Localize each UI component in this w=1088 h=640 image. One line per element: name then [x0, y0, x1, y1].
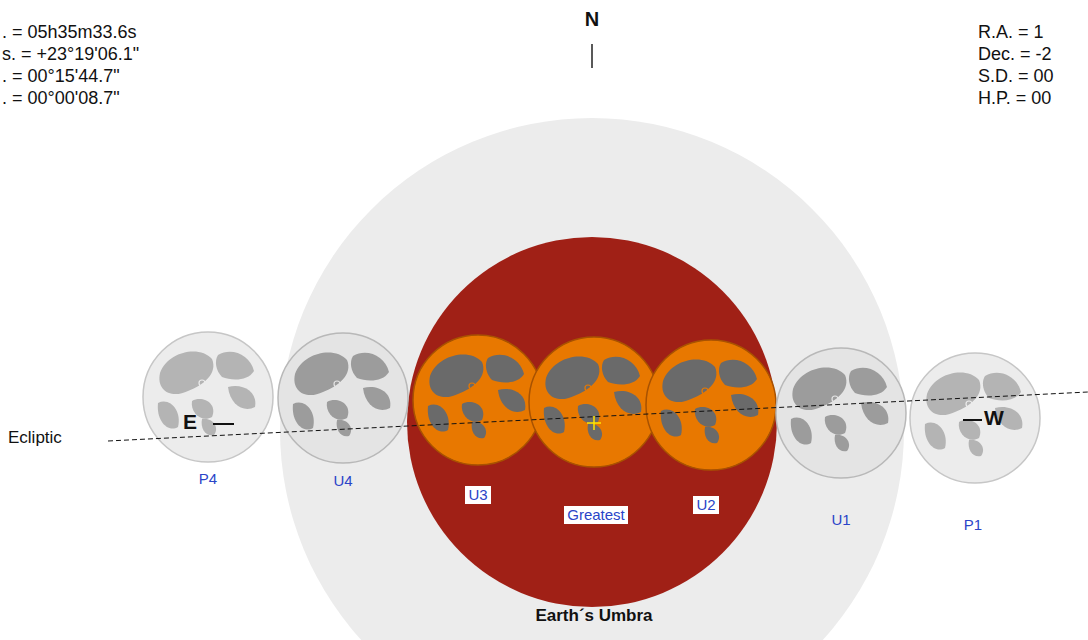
north-tick	[591, 44, 593, 68]
moon-disc	[412, 334, 544, 466]
moon-phase: P4	[142, 331, 274, 463]
moon-phase: P1	[909, 352, 1041, 484]
phase-label: P1	[964, 516, 982, 534]
phase-label: U1	[831, 511, 850, 529]
moon-disc	[528, 336, 660, 468]
coordinate-text: s. = +23°19'06.1"	[2, 44, 139, 65]
coordinate-text: . = 00°15'44.7"	[2, 66, 120, 87]
umbra-disc	[407, 237, 777, 607]
moon-disc	[142, 331, 274, 463]
phase-label: P4	[199, 470, 217, 488]
penumbra-disc	[280, 118, 904, 640]
west-mark: W	[984, 406, 1004, 430]
coordinate-text: Dec. = -2	[978, 44, 1052, 65]
east-mark: E	[183, 410, 197, 434]
coordinate-text: S.D. = 00	[978, 66, 1054, 87]
phase-label: U4	[333, 472, 352, 490]
west-dash	[963, 419, 982, 421]
phase-label: Greatest	[564, 506, 628, 524]
moon-disc	[909, 352, 1041, 484]
moon-phase: U1	[775, 347, 907, 479]
umbra-center-mark	[593, 416, 595, 430]
coordinate-text: . = 00°00'08.7"	[2, 88, 120, 109]
moon-disc	[645, 339, 777, 471]
coordinate-text: . = 05h35m33.6s	[2, 22, 137, 43]
phase-label: U2	[693, 496, 718, 514]
ecliptic-line	[108, 392, 1088, 441]
phase-label: U3	[465, 486, 490, 504]
north-mark: N	[585, 8, 599, 31]
moon-disc	[775, 347, 907, 479]
moon-disc	[277, 332, 409, 464]
east-dash	[213, 423, 234, 425]
umbra-label: Earth´s Umbra	[535, 606, 652, 626]
moon-phase: Greatest	[528, 336, 660, 468]
moon-phase: U4	[277, 332, 409, 464]
ecliptic-label: Ecliptic	[8, 428, 62, 448]
coordinate-text: R.A. = 1	[978, 22, 1044, 43]
coordinate-text: H.P. = 00	[978, 88, 1051, 109]
moon-phase: U3	[412, 334, 544, 466]
moon-phase: U2	[645, 339, 777, 471]
umbra-center-mark	[587, 422, 601, 424]
